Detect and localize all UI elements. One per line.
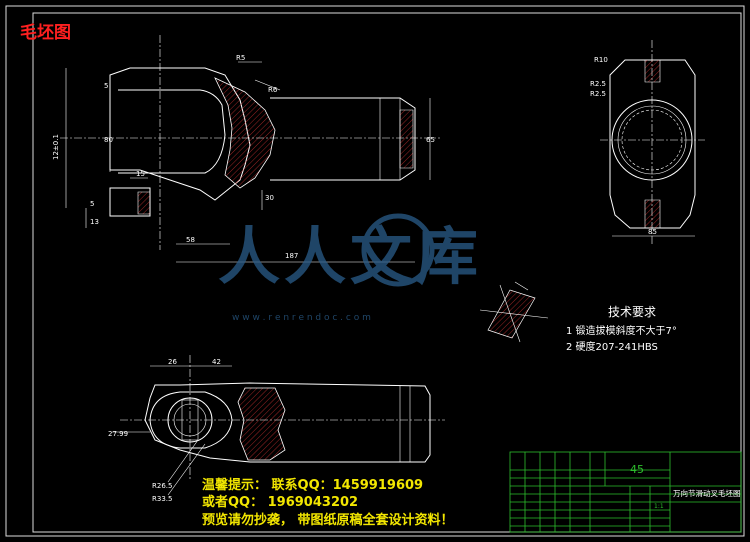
dim-42: 42 <box>212 358 221 366</box>
dim-80: 80 <box>104 136 113 144</box>
dim-15: 15 <box>136 170 145 178</box>
dim-r2-5-a: R2.5 <box>590 80 606 88</box>
dim-12: 12±0.1 <box>52 134 60 160</box>
notice-line-1: 温馨提示： 联系QQ：1459919609 <box>202 477 423 493</box>
title-block-drawing-name: 万向节滑动叉毛坯图 <box>673 488 741 498</box>
side-view: R10 R2.5 R2.5 85 <box>590 40 705 245</box>
outer-frame <box>5 5 745 537</box>
dim-30: 30 <box>265 194 274 202</box>
tech-item-2: 2 硬度207-241HBS <box>566 340 658 353</box>
title-block-material: 45 <box>630 463 644 476</box>
dim-r6: R6 <box>268 86 278 94</box>
tech-item-1: 1 锻造拔模斜度不大于7° <box>566 324 677 337</box>
dim-5b: 5 <box>90 200 94 208</box>
dim-85: 85 <box>648 228 657 236</box>
notice: 温馨提示： 联系QQ：1459919609 或者QQ： 1969043202 预… <box>202 477 454 528</box>
tech-requirements: 技术要求 1 锻造拔模斜度不大于7° 2 硬度207-241HBS <box>566 305 677 353</box>
notice-line-2: 或者QQ： 1969043202 <box>202 494 358 510</box>
watermark-url: w w w . r e n r e n d o c . c o m <box>232 313 371 323</box>
tech-heading: 技术要求 <box>608 305 656 319</box>
dim-r10: R10 <box>594 56 608 64</box>
dim-r2-5-b: R2.5 <box>590 90 606 98</box>
dim-r26-5: R26.5 <box>152 482 172 490</box>
watermark-ring <box>361 213 435 287</box>
dim-r5: R5 <box>236 54 245 62</box>
bottom-view: 26 42 27.99 R26.5 R33.5 <box>108 355 445 503</box>
notice-line-3: 预览请勿抄袭， 带图纸原稿全套设计资料！ <box>202 512 454 528</box>
watermark: 人人文库 w w w . r e n r e n d o c . c o m <box>218 213 482 323</box>
title-block-scale: 1:1 <box>654 503 664 510</box>
watermark-logo: 人人文库 <box>218 220 482 293</box>
dim-58: 58 <box>186 236 195 244</box>
dim-65: 65 <box>426 136 435 144</box>
sheet-title: 毛坯图 <box>20 22 71 43</box>
dim-5: 5 <box>104 82 108 90</box>
dim-187: 187 <box>285 252 298 260</box>
dim-26: 26 <box>168 358 177 366</box>
dim-13: 13 <box>90 218 99 226</box>
main-view: R5 R6 5 80 65 12±0.1 15 5 13 30 58 187 <box>52 35 440 263</box>
title-block: 45 1:1 万向节滑动叉毛坯图 <box>509 451 742 533</box>
draft-detail <box>479 281 549 343</box>
dim-r33-5: R33.5 <box>152 495 172 503</box>
dim-27-99: 27.99 <box>108 430 128 438</box>
inner-frame <box>32 12 742 533</box>
